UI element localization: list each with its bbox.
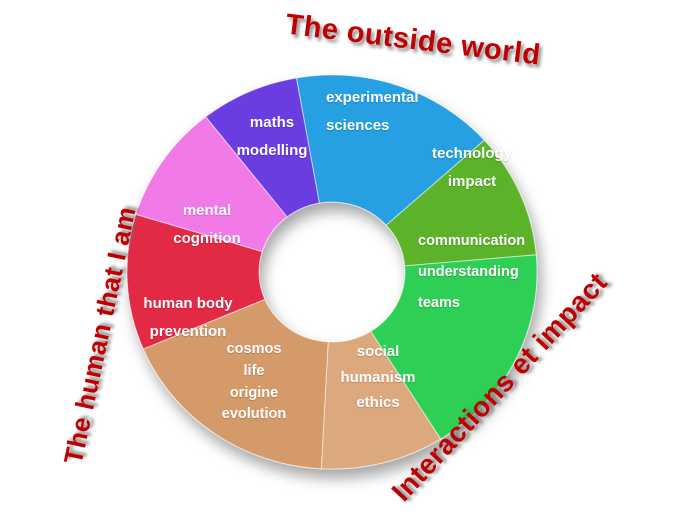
slice-label-maths-modelling: maths modelling <box>236 114 308 159</box>
slice-label-cosmos-life-origine-evolution: cosmos life origine evolution <box>221 341 287 423</box>
donut-slice-cosmos-life-origine-evolution <box>142 298 329 470</box>
donut-slice-maths-modelling <box>205 77 320 218</box>
slice-label-technology-impact: technology impact <box>431 145 512 190</box>
slice-label-experimental-sciences: experimental sciences <box>326 89 419 134</box>
slice-label-social-humanism-ethics: social humanism ethics <box>340 343 416 411</box>
donut-slice-experimental-sciences <box>295 74 486 226</box>
donut-slice-communication-understanding-teams <box>369 254 538 440</box>
slice-label-communication-understanding-teams: communication understanding teams <box>418 233 526 312</box>
donut-slices-group <box>126 74 538 470</box>
slice-label-mental-cognition: mental cognition <box>173 202 241 247</box>
slice-label-human-body-prevention: human body prevention <box>143 295 233 340</box>
donut-slice-technology-impact <box>385 139 537 267</box>
